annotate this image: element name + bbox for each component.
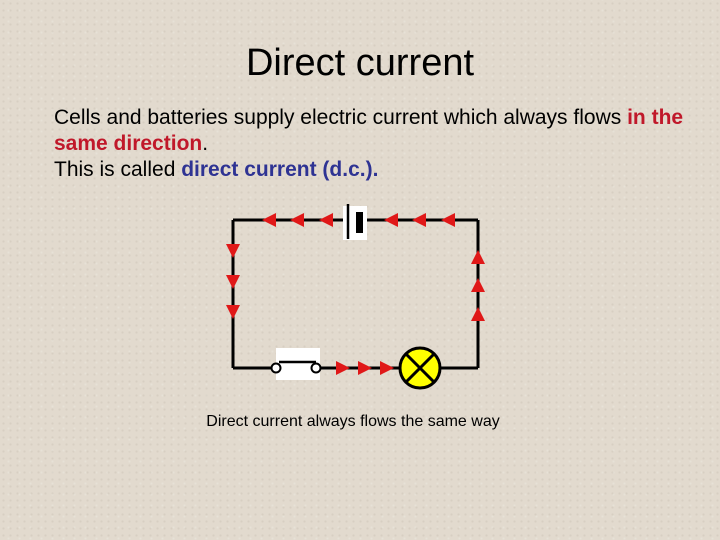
body-text-period: . — [202, 132, 209, 155]
current-arrow-icon — [471, 307, 485, 321]
current-arrow-icon — [226, 305, 240, 319]
slide-title: Direct current — [245, 42, 475, 84]
current-arrow-icon — [412, 213, 426, 227]
current-arrow-icon — [319, 213, 333, 227]
current-arrow-icon — [441, 213, 455, 227]
current-arrow-icon — [384, 213, 398, 227]
highlight-direct-current: direct current (d.c.). — [181, 158, 379, 181]
current-arrow-icon — [358, 361, 372, 375]
slide-body: Cells and batteries supply electric curr… — [54, 105, 684, 183]
cell-symbol-icon — [343, 204, 367, 240]
current-arrow-icon — [471, 250, 485, 264]
body-text-line1: Cells and batteries supply electric curr… — [54, 106, 628, 129]
current-arrow-icon — [336, 361, 350, 375]
current-arrow-icon — [380, 361, 394, 375]
current-arrow-icon — [262, 213, 276, 227]
current-arrow-icon — [226, 275, 240, 289]
current-arrows — [226, 213, 485, 375]
body-text-line2: This is called — [54, 158, 182, 181]
current-arrow-icon — [471, 278, 485, 292]
diagram-caption: Direct current always flows the same way — [206, 413, 500, 430]
lamp-symbol-icon — [398, 346, 442, 390]
highlight-same-direction: in the same direction — [54, 106, 684, 155]
current-arrow-icon — [290, 213, 304, 227]
current-arrow-icon — [226, 244, 240, 258]
circuit-wires — [231, 218, 480, 370]
switch-symbol-icon — [270, 348, 322, 380]
